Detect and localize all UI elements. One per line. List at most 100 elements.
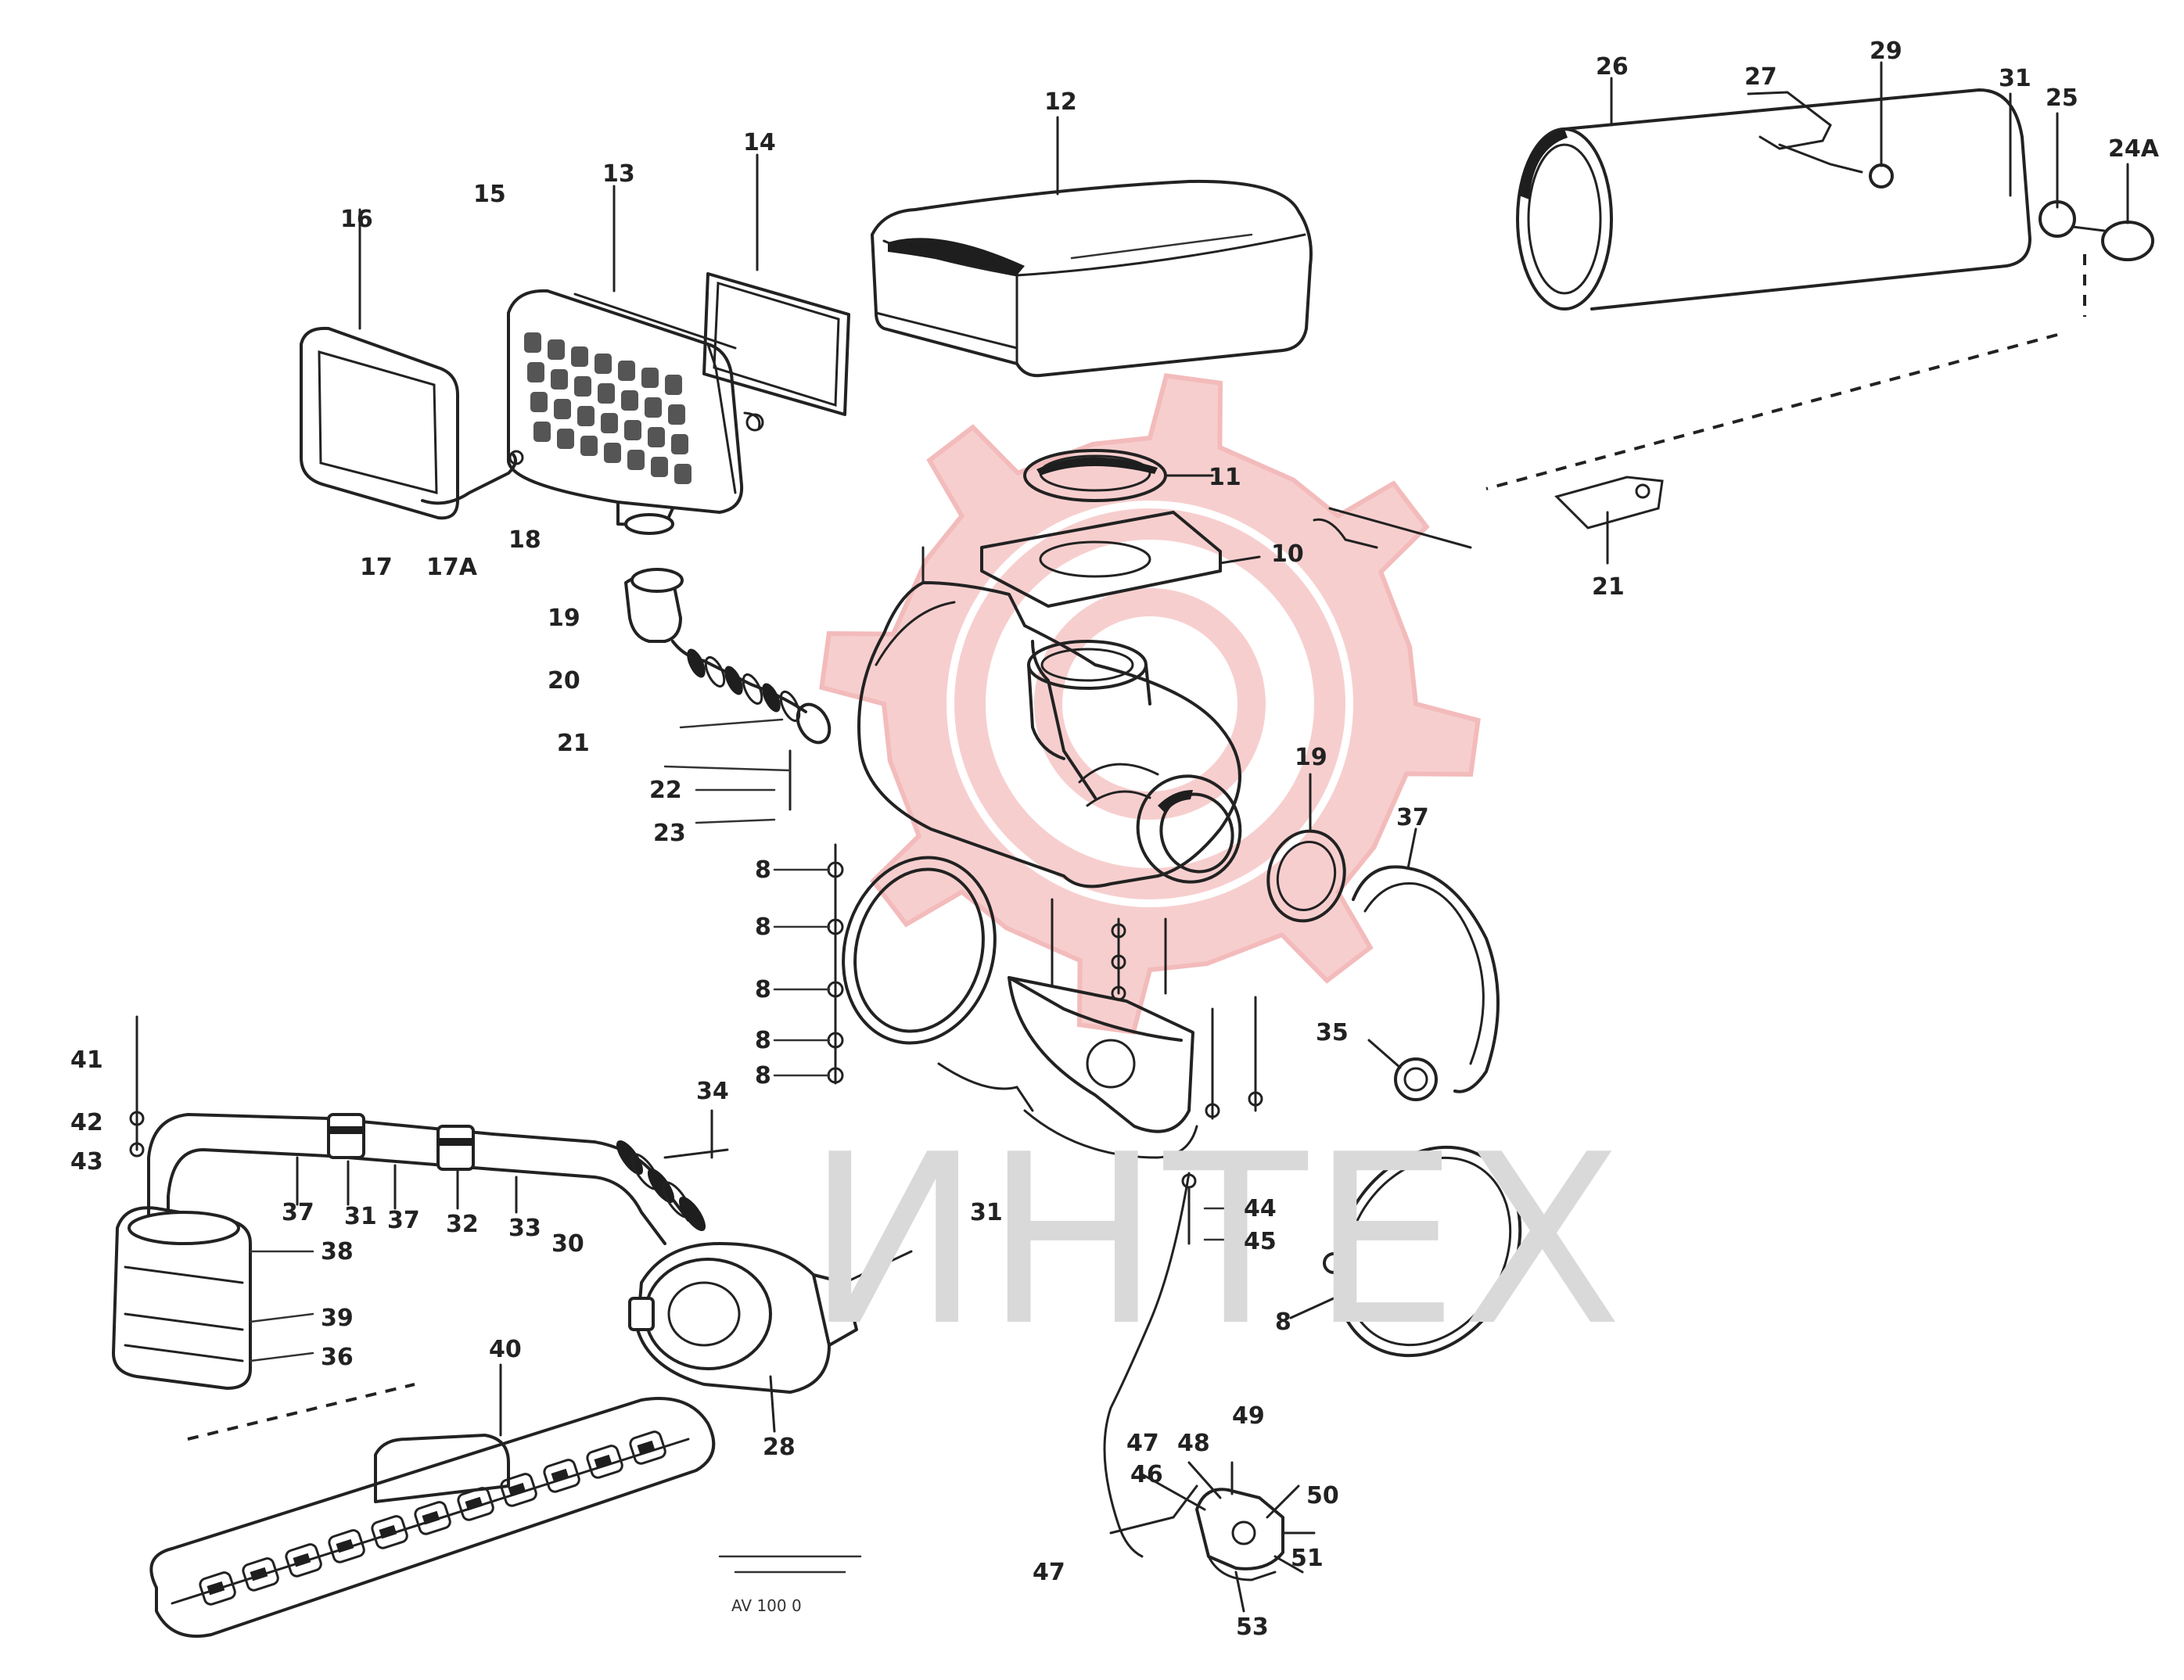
grille-cell bbox=[641, 368, 659, 388]
grille-cell bbox=[651, 457, 668, 477]
callout-27-c27: 27 bbox=[1744, 63, 1777, 91]
track-link-slot bbox=[637, 1440, 656, 1455]
track-link bbox=[543, 1459, 580, 1493]
callout-26-c26: 26 bbox=[1596, 53, 1629, 81]
grille-cell bbox=[554, 399, 571, 419]
track-link-slot bbox=[508, 1482, 526, 1497]
hose-rib bbox=[678, 1196, 706, 1232]
callout-8-bolt: 8 bbox=[755, 976, 771, 1003]
callout-8-bolt: 8 bbox=[755, 856, 771, 884]
saddle-bracket-part bbox=[937, 898, 1263, 1159]
callout-35-c35: 35 bbox=[1316, 1019, 1349, 1046]
callout-31-c31: 31 bbox=[1999, 65, 2031, 92]
callout-28-c28: 28 bbox=[763, 1434, 796, 1461]
main-filter-housing bbox=[857, 546, 1242, 888]
callout-44-c44: 44 bbox=[1244, 1195, 1277, 1222]
grille-cell bbox=[594, 354, 612, 374]
callout-45-c45: 45 bbox=[1244, 1228, 1277, 1255]
callout-8-bolt: 8 bbox=[755, 1027, 771, 1054]
callout-12-c12: 12 bbox=[1044, 88, 1077, 116]
drawing-code: AV 100 0 bbox=[731, 1596, 802, 1615]
callout-49-c49: 49 bbox=[1232, 1402, 1265, 1430]
grille-cell bbox=[598, 383, 615, 404]
grille-cell bbox=[548, 339, 565, 360]
callout-21-c21b: 21 bbox=[1592, 573, 1625, 601]
track-link bbox=[328, 1529, 365, 1563]
end-cover-part bbox=[300, 208, 524, 520]
compressor-pump-part bbox=[628, 1242, 913, 1433]
hose-rib bbox=[616, 1140, 644, 1176]
grille-cell bbox=[601, 413, 618, 433]
track-link-slot bbox=[379, 1524, 397, 1539]
callout-39-c39: 39 bbox=[321, 1305, 354, 1332]
callout-43-c43: 43 bbox=[70, 1148, 103, 1176]
callout-47-c47: 47 bbox=[1126, 1430, 1159, 1457]
mounting-plate-part bbox=[980, 511, 1261, 608]
callout-42-c42: 42 bbox=[70, 1109, 103, 1136]
grille-cell bbox=[571, 346, 588, 367]
callout-37-c37b: 37 bbox=[282, 1199, 314, 1226]
grille-cell bbox=[604, 443, 621, 463]
callout-25-c25: 25 bbox=[2046, 84, 2078, 112]
callout-31-c31c: 31 bbox=[970, 1199, 1003, 1226]
drawing-stamp: AV 100 0 bbox=[718, 1555, 862, 1615]
callout-29-c29: 29 bbox=[1870, 38, 1902, 65]
part-number-callouts: 12 13 14 15 16 17 17A 18 19 20 21 22 23 … bbox=[70, 38, 2160, 1641]
callout-50-c50: 50 bbox=[1306, 1482, 1339, 1509]
callout-31-c31b: 31 bbox=[344, 1203, 377, 1230]
hose-rib bbox=[704, 655, 726, 688]
hose-rib bbox=[687, 648, 706, 678]
callout-37-c37: 37 bbox=[1396, 804, 1429, 831]
hose-rib bbox=[742, 673, 763, 705]
grille-cell bbox=[527, 362, 544, 382]
track-link bbox=[414, 1501, 451, 1535]
callout-38-c38: 38 bbox=[321, 1238, 354, 1265]
filter-plate-part bbox=[702, 153, 850, 416]
callout-33-c33: 33 bbox=[508, 1215, 541, 1242]
callout-48-c48: 48 bbox=[1177, 1430, 1210, 1457]
hose-rib bbox=[762, 683, 781, 713]
cover-hood-part bbox=[871, 116, 1313, 378]
grille-cell bbox=[557, 429, 574, 449]
hose-pipe-assembly bbox=[129, 1015, 729, 1245]
callout-32-c32: 32 bbox=[446, 1211, 479, 1238]
callout-34-c34: 34 bbox=[696, 1078, 729, 1105]
callout-11-c11: 11 bbox=[1209, 464, 1241, 491]
callout-13-c13: 13 bbox=[602, 160, 635, 188]
track-link bbox=[586, 1445, 623, 1479]
track-link-slot bbox=[551, 1468, 569, 1483]
track-link-slot bbox=[207, 1581, 225, 1596]
crawler-track-part bbox=[149, 1363, 716, 1638]
callout-22-c22: 22 bbox=[649, 777, 682, 804]
callout-19-c19b: 19 bbox=[1295, 744, 1327, 771]
sensor-cable-part bbox=[1103, 1172, 1316, 1613]
track-link bbox=[500, 1473, 537, 1507]
callout-15-c15: 15 bbox=[473, 181, 506, 208]
grille-cell bbox=[533, 422, 551, 442]
track-link-slot bbox=[422, 1510, 440, 1525]
track-link-slot bbox=[594, 1454, 612, 1469]
grille-cell bbox=[530, 392, 548, 412]
callout-14-c14: 14 bbox=[743, 129, 776, 156]
callout-10-c10: 10 bbox=[1271, 540, 1304, 568]
grille-cell bbox=[645, 397, 662, 418]
track-link bbox=[199, 1571, 236, 1606]
grille-cell bbox=[671, 434, 688, 454]
grille-cell bbox=[580, 436, 598, 456]
intake-hose-part bbox=[624, 568, 832, 824]
grille-cell bbox=[577, 406, 594, 426]
hose-rib bbox=[724, 666, 743, 695]
callout-40-c40: 40 bbox=[489, 1336, 522, 1363]
callout-16-c16: 16 bbox=[340, 206, 373, 233]
track-link-slot bbox=[336, 1538, 354, 1553]
grille-cell bbox=[551, 369, 568, 389]
callout-36-c36: 36 bbox=[321, 1344, 354, 1371]
callout-8-bolt: 8 bbox=[755, 914, 771, 941]
callout-18-c18: 18 bbox=[508, 526, 541, 554]
callout-20-c20: 20 bbox=[548, 667, 580, 695]
grille-cell bbox=[668, 404, 685, 425]
grille-cell bbox=[524, 332, 541, 353]
gasket-ring-part bbox=[1023, 449, 1214, 502]
